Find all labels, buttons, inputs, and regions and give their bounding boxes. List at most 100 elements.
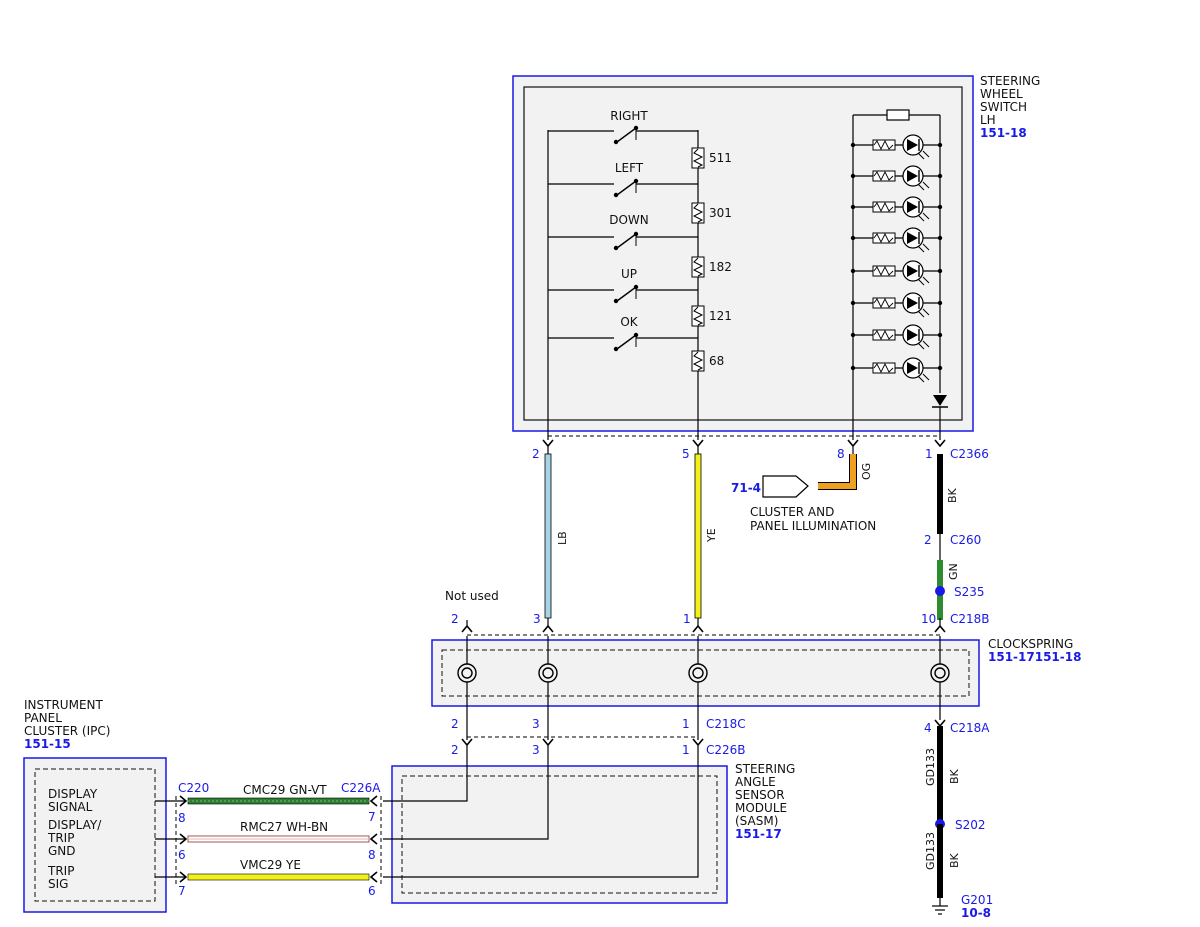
steering-wheel-switch-module <box>512 75 974 432</box>
ipc-signal-1-line-2: SIGNAL <box>48 800 93 814</box>
ipc-name-1: INSTRUMENT <box>24 698 103 712</box>
c2366-pin-bk: 1 <box>925 447 933 461</box>
sasm-ref[interactable]: 151-17 <box>735 827 782 841</box>
resistor-121: 121 <box>691 305 732 327</box>
c218c-pin-c: 1 <box>682 717 690 731</box>
resistor-value-511: 511 <box>709 151 732 165</box>
c218b-name: C218B <box>950 612 990 626</box>
illumination-line-1: CLUSTER AND <box>750 505 834 519</box>
clockspring-lines <box>466 636 941 740</box>
switch-label-down: DOWN <box>609 213 649 227</box>
gd133-color-1: BK <box>948 768 961 784</box>
resistor-301: 301 <box>691 202 732 224</box>
ipc-signal-3-line-1: TRIP <box>47 864 74 878</box>
switch-label-right: RIGHT <box>610 109 648 123</box>
led-icon <box>850 227 943 253</box>
c226a-arrows <box>369 795 378 883</box>
c2366-pin-ye: 5 <box>682 447 690 461</box>
c218a-name: C218A <box>950 721 990 735</box>
ipc-signal-3-line-2: SIG <box>48 877 68 891</box>
s235-name: S235 <box>954 585 985 599</box>
wire-ye-label: YE <box>705 528 718 543</box>
led-icon <box>850 292 943 318</box>
ipc-signal-2-line-2: TRIP <box>47 831 74 845</box>
c218c-pin-b: 3 <box>532 717 540 731</box>
led-icon <box>850 324 943 350</box>
led-icon <box>850 260 943 286</box>
c218c-name: C218C <box>706 717 746 731</box>
wire-og-label: OG <box>860 463 873 480</box>
c226a-pin-1: 7 <box>368 810 376 824</box>
switch-label-up: UP <box>621 267 637 281</box>
c2366-name: C2366 <box>950 447 989 461</box>
steering-wheel-switch-name-3: SWITCH <box>980 100 1027 114</box>
c260-name: C260 <box>950 533 981 547</box>
c218b-pin-c: 1 <box>683 612 691 626</box>
led-rows <box>850 134 943 383</box>
sasm-internal-wiring <box>383 745 699 878</box>
steering-wheel-switch-name-1: STEERING <box>980 74 1040 88</box>
sasm-name-1: STEERING <box>735 762 795 776</box>
wire-gd133-bk-lower <box>937 824 943 898</box>
resistor-68: 68 <box>691 350 724 372</box>
c226a-name: C226A <box>341 781 381 795</box>
c260-pin: 2 <box>924 533 932 547</box>
wire-gd133-bk-upper <box>937 726 943 824</box>
steering-wheel-switch-ref[interactable]: 151-18 <box>980 126 1027 140</box>
gd133-circuit-2: GD133 <box>924 832 937 870</box>
switch-label-left: LEFT <box>615 161 644 175</box>
switch-ladder <box>547 130 699 440</box>
wire-cmc29-label: CMC29 GN-VT <box>243 783 327 797</box>
sasm-name-3: SENSOR <box>735 788 785 802</box>
clockspring-coil-icons <box>457 663 950 683</box>
led-icon <box>850 357 943 383</box>
wire-og <box>818 454 857 490</box>
c218b-arrows <box>461 624 946 633</box>
ipc-signal-1-line-1: DISPLAY <box>48 787 98 801</box>
wire-bk-upper <box>937 454 943 534</box>
c220-name: C220 <box>178 781 209 795</box>
switch-label-ok: OK <box>620 315 638 329</box>
led-icon <box>850 134 943 160</box>
ipc-module <box>23 757 167 913</box>
switch-row-down: DOWN <box>548 213 698 251</box>
c226b-name: C226B <box>706 743 746 757</box>
c218b-pin-b: 3 <box>533 612 541 626</box>
wire-gn-label: GN <box>947 563 960 580</box>
c226b-pin-c: 1 <box>682 743 690 757</box>
c2366-pin-og: 8 <box>837 447 845 461</box>
s202-name: S202 <box>955 818 986 832</box>
wire-ye <box>694 453 702 619</box>
ipc-name-2: PANEL <box>24 711 62 725</box>
gd133-color-2: BK <box>948 852 961 868</box>
led-icon <box>850 165 943 191</box>
wire-rmc27-label: RMC27 WH-BN <box>240 820 328 834</box>
g201-name: G201 <box>961 893 993 907</box>
sasm-name-2: ANGLE <box>735 775 776 789</box>
g201-ref[interactable]: 10-8 <box>961 906 991 920</box>
clockspring-ref[interactable]: 151-17151-18 <box>988 650 1081 664</box>
lower-wire-stubs <box>155 800 186 878</box>
resistor-value-182: 182 <box>709 260 732 274</box>
upper-wire-stubs <box>547 446 854 454</box>
ipc-ref[interactable]: 151-15 <box>24 737 71 751</box>
resistor-511: 511 <box>691 147 732 169</box>
diode-icon <box>932 395 948 408</box>
steering-wheel-switch-name-4: LH <box>980 113 996 127</box>
led-icon <box>850 196 943 222</box>
ipc-signal-2-line-3: GND <box>48 844 76 858</box>
c220-pin-1: 8 <box>178 811 186 825</box>
not-used-label: Not used <box>445 589 499 603</box>
wire-vmc29-ye <box>187 873 370 881</box>
c226a-pin-3: 6 <box>368 884 376 898</box>
resistor-value-68: 68 <box>709 354 724 368</box>
c2366-arrows <box>542 439 946 448</box>
c226a-pin-2: 8 <box>368 848 376 862</box>
c218c-pin-a: 2 <box>451 717 459 731</box>
illumination-connector-icon <box>762 475 809 498</box>
switch-row-right: RIGHT <box>548 109 698 145</box>
wire-bk-upper-label: BK <box>946 487 959 503</box>
illumination-ref[interactable]: 71-4 <box>731 481 761 495</box>
